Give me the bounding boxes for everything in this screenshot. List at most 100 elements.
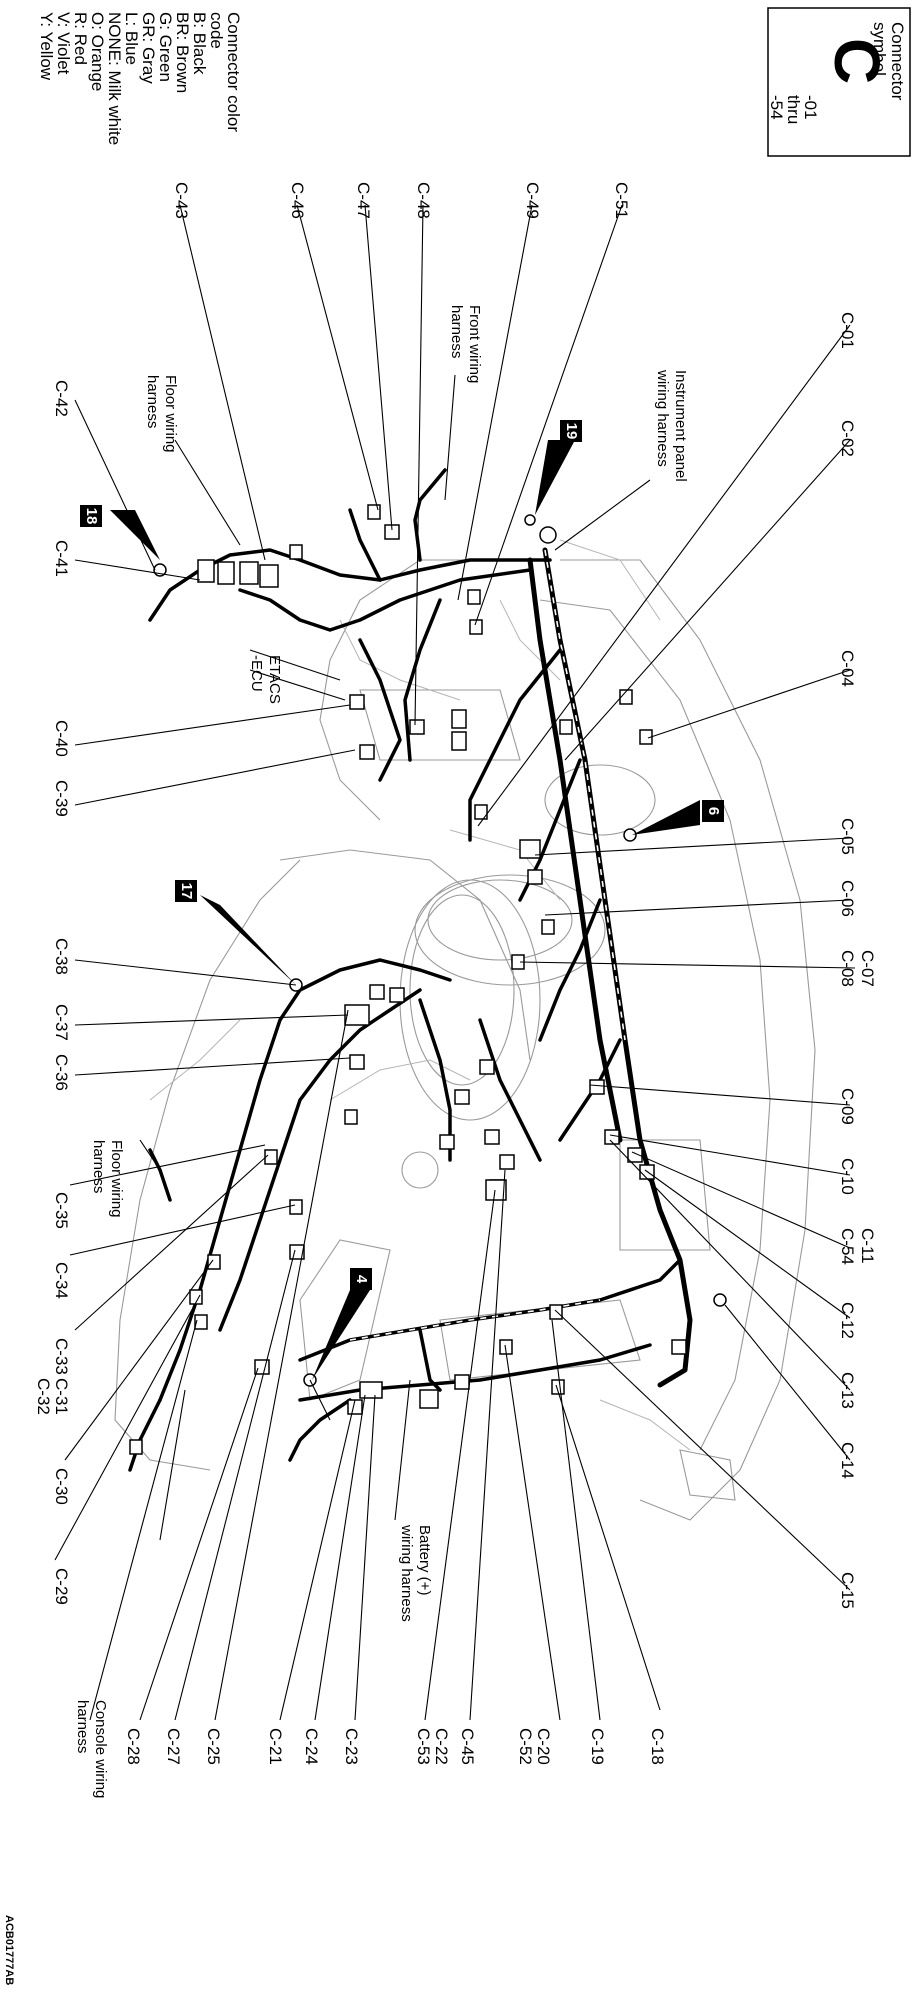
label-c30: C-30 <box>52 1468 71 1505</box>
legend-title-line: Connector color <box>224 12 243 132</box>
legend-item: Y: Yellow <box>37 12 56 81</box>
badge-18: 18 <box>80 505 160 560</box>
connector-symbol-title-1: Connector <box>888 22 907 101</box>
connector-symbol-range: -01 <box>801 95 820 120</box>
label-floor-harness-top-1: Floor wiring <box>162 375 179 453</box>
label-c06: C-06 <box>838 880 857 917</box>
label-c04: C-04 <box>838 650 857 687</box>
label-c39: C-39 <box>52 780 71 817</box>
label-c46: C-46 <box>288 182 307 219</box>
badge-markers: 19 18 6 17 4 <box>80 420 724 1380</box>
svg-text:4: 4 <box>353 1275 370 1284</box>
label-c29: C-29 <box>52 1568 71 1605</box>
label-floor-harness-mid-2: harness <box>90 1140 107 1193</box>
label-c09: C-09 <box>838 1088 857 1125</box>
label-c21: C-21 <box>266 1728 285 1765</box>
legend-title-line: code <box>207 12 226 49</box>
label-floor-harness-top-2: harness <box>144 375 161 428</box>
legend-item: V: Violet <box>54 12 73 75</box>
label-c12: C-12 <box>838 1302 857 1339</box>
label-console-harness-2: harness <box>74 1700 91 1753</box>
label-battery-harness-2: wiring harness <box>398 1524 415 1622</box>
legend-item: B: Black <box>190 12 209 75</box>
label-c22: C-22 <box>432 1728 451 1765</box>
label-c37: C-37 <box>52 1004 71 1041</box>
label-c05: C-05 <box>838 818 857 855</box>
connector-symbol-letter: C <box>821 38 893 84</box>
leader-lines <box>54 204 856 1721</box>
legend-item: GR: Gray <box>139 12 158 84</box>
label-instrument-panel-harness-2: wiring harness <box>654 369 671 467</box>
badge-19: 19 <box>535 420 582 515</box>
connector-symbol-title-2: symbol <box>870 22 889 76</box>
label-c19: C-19 <box>588 1728 607 1765</box>
legend-item: O: Orange <box>88 12 107 91</box>
label-c28: C-28 <box>124 1728 143 1765</box>
label-c18: C-18 <box>648 1728 667 1765</box>
label-c36: C-36 <box>52 1054 71 1091</box>
connector-symbol-box: Connector symbol C -01 thru -54 <box>767 7 911 157</box>
connector-symbol-range: thru <box>784 95 803 124</box>
figure-code: ACB01777AB <box>3 1915 15 1985</box>
label-c27: C-27 <box>164 1728 183 1765</box>
svg-text:6: 6 <box>705 807 722 815</box>
label-c10: C-10 <box>838 1158 857 1195</box>
connector-symbol-range: -54 <box>767 95 786 120</box>
label-c48: C-48 <box>414 182 433 219</box>
svg-text:19: 19 <box>563 423 580 440</box>
dashboard-outline <box>114 539 816 1521</box>
color-legend: Connector color code B: Black BR: Brown … <box>37 12 243 145</box>
badge-17: 17 <box>175 880 296 985</box>
legend-item: BR: Brown <box>173 12 192 93</box>
label-c08: C-08 <box>838 950 857 987</box>
legend-item: NONE: Milk white <box>105 12 124 145</box>
label-c49: C-49 <box>523 182 542 219</box>
label-c11: C-11 <box>858 1228 877 1264</box>
label-c35: C-35 <box>52 1192 71 1229</box>
label-c02: C-02 <box>838 420 857 457</box>
label-c31: C-31 <box>52 1378 71 1415</box>
label-c13: C-13 <box>838 1372 857 1409</box>
badge-4: 4 <box>312 1268 372 1380</box>
label-etacs-1: ETACS <box>266 655 283 704</box>
label-c54: C-54 <box>838 1228 857 1265</box>
label-floor-harness-mid-1: Floor wiring <box>108 1140 125 1218</box>
badge-6: 6 <box>632 800 724 835</box>
label-c42: C-42 <box>52 380 71 417</box>
label-c51: C-51 <box>612 182 631 219</box>
legend-item: R: Red <box>71 12 90 65</box>
label-etacs-2: -ECU <box>248 655 265 692</box>
label-c14: C-14 <box>838 1442 857 1479</box>
label-c25: C-25 <box>204 1728 223 1765</box>
label-c20: C-20 <box>534 1728 553 1765</box>
label-front-harness-2: harness <box>448 305 465 358</box>
harness-labels: Instrument panel wiring harness Front wi… <box>74 305 689 1798</box>
label-console-harness-1: Console wiring <box>92 1700 109 1798</box>
label-c47: C-47 <box>354 182 373 219</box>
label-c34: C-34 <box>52 1262 71 1299</box>
harness-lines <box>128 468 693 1472</box>
connector-blocks <box>129 504 727 1455</box>
legend-item: L: Blue <box>122 12 141 65</box>
label-battery-harness-1: Battery (+) <box>416 1525 433 1595</box>
label-c38: C-38 <box>52 938 71 975</box>
label-c45: C-45 <box>458 1728 477 1765</box>
label-instrument-panel-harness-1: Instrument panel <box>672 370 689 482</box>
legend-item: G: Green <box>156 12 175 82</box>
svg-text:18: 18 <box>83 508 100 525</box>
label-c33: C-33 <box>52 1338 71 1375</box>
label-c41: C-41 <box>52 540 71 577</box>
label-front-harness-1: Front wiring <box>466 305 483 383</box>
label-c32: C-32 <box>34 1378 53 1415</box>
svg-text:17: 17 <box>178 883 195 900</box>
label-c01: C-01 <box>838 312 857 349</box>
label-c23: C-23 <box>342 1728 361 1765</box>
label-c43: C-43 <box>172 182 191 219</box>
label-c24: C-24 <box>302 1728 321 1765</box>
label-c07: C-07 <box>858 950 877 987</box>
label-c15: C-15 <box>838 1572 857 1609</box>
label-c40: C-40 <box>52 720 71 757</box>
connector-labels: C-01 C-02 C-04 C-05 C-06 C-07 C-08 C-09 … <box>34 182 877 1765</box>
label-c52: C-52 <box>516 1728 535 1765</box>
